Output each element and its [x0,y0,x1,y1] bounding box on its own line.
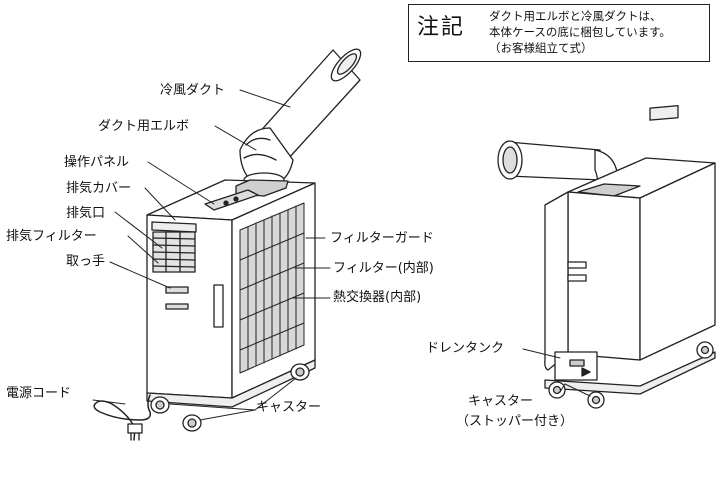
label-casters-rear: キャスター [468,394,534,409]
label-drain-tank: ドレンタンク [426,341,505,356]
rear-casters [548,341,714,409]
front-exhaust-port [152,231,196,273]
front-handle [165,286,189,294]
front-power-cord [93,394,152,441]
label-duct-elbow: ダクト用エルボ [98,119,190,134]
label-control-panel: 操作パネル [64,155,130,170]
label-cold-duct: 冷風ダクト [160,83,226,98]
rear-unit [497,105,716,409]
note-line-1: ダクト用エルボと冷風ダクトは、 [489,9,662,23]
label-exhaust-cover: 排気カバー [66,181,132,196]
label-filter-inner: フィルター(内部) [333,261,434,276]
front-unit [92,48,362,441]
assembly-note-box: 注記 ダクト用エルボと冷風ダクトは、 本体ケースの底に梱包しています。 （お客様… [408,4,710,62]
label-power-cord: 電源コード [6,386,72,401]
label-handle: 取っ手 [66,254,106,269]
label-casters-front: キャスター [256,400,322,415]
rear-leader-lines [522,348,591,397]
front-casters [150,363,310,432]
label-heat-exchanger: 熱交換器(内部) [333,290,422,305]
label-exhaust-filter: 排気フィルター [6,229,97,244]
note-title: 注記 [417,15,466,40]
front-leader-lines [92,89,331,421]
rear-drain-tank [554,351,598,381]
label-casters-rear-note: （ストッパー付き） [456,414,574,429]
front-filter-grille [239,202,305,374]
note-line-3: （お客様組立て式） [489,41,593,55]
label-filter-guard: フィルターガード [330,231,434,246]
note-line-2: 本体ケースの底に梱包しています。 [489,25,671,39]
label-exhaust-port: 排気口 [66,206,106,221]
